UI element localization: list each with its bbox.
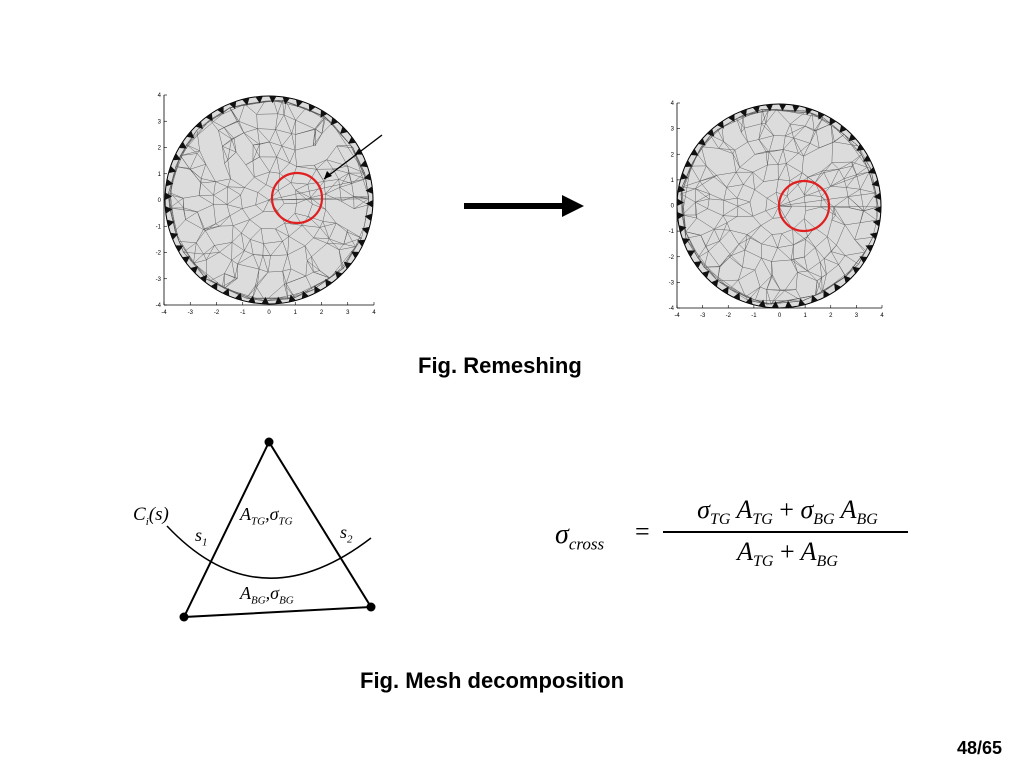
y-tick-label: -2: [156, 251, 162, 257]
highlight-circle: [270, 171, 324, 225]
x-tick-label: -4: [674, 313, 680, 319]
x-tick-label: -1: [751, 313, 757, 319]
y-tick-label: 4: [158, 93, 162, 99]
y-tick-label: -3: [156, 277, 162, 283]
s1-label: s1: [195, 525, 208, 549]
top-region-label: ATG,σTG: [240, 504, 293, 528]
y-tick-label: 2: [671, 152, 675, 158]
pointer-arrow-head: [324, 171, 332, 179]
boundary-elements: [677, 104, 881, 308]
remeshing-caption: Fig. Remeshing: [418, 353, 582, 378]
y-tick-label: 0: [158, 198, 162, 204]
mesh-plot-before-svg: -4 -3 -2 -1 0 1 2 3 4 4 3 2 1 0 -1 -2 -3 -4: [156, 93, 383, 316]
triangle-vertex-right: [366, 602, 376, 612]
y-tick-label: 2: [158, 146, 162, 152]
y-tick-label: -4: [156, 303, 162, 309]
interface-curve: [166, 525, 372, 579]
formula-lhs: σcross: [555, 519, 605, 554]
cross-section-formula: σcross = σTG ATG + σBG ABG ATG + ABG: [555, 495, 915, 585]
mesh-edges: [680, 109, 879, 305]
x-tick-label: -1: [240, 310, 246, 316]
mesh-plot-before: -4 -3 -2 -1 0 1 2 3 4 4 3 2 1 0 -1 -2 -3 -4: [150, 88, 385, 320]
x-tick-label: -4: [161, 310, 167, 316]
triangle-vertex-left: [179, 612, 189, 622]
formula-numerator: σTG ATG + σBG ABG: [697, 495, 878, 529]
x-tick-label: -3: [188, 310, 194, 316]
y-tick-label: -4: [669, 306, 675, 312]
x-tick-label: 3: [855, 313, 859, 319]
pointer-arrow-line: [323, 134, 383, 180]
x-tick-label: 0: [778, 313, 782, 319]
bottom-region-label: ABG,σBG: [240, 583, 294, 607]
x-tick-label: -3: [700, 313, 706, 319]
mesh-decomposition-diagram: Ci(s) s1 s2 ATG,σTG ABG,σBG: [125, 430, 400, 630]
x-tick-label: 1: [294, 310, 298, 316]
y-tick-label: -2: [669, 255, 675, 261]
x-tick-label: 2: [829, 313, 833, 319]
formula-denominator: ATG + ABG: [737, 537, 838, 571]
x-tick-label: 3: [346, 310, 350, 316]
right-arrow-icon: [464, 195, 584, 217]
x-tick-label: 0: [267, 310, 271, 316]
x-tick-label: 1: [803, 313, 807, 319]
y-tick-label: -1: [156, 224, 162, 230]
curve-label: Ci(s): [133, 504, 169, 528]
mesh-edges: [167, 99, 369, 302]
formula-equals: =: [635, 517, 650, 546]
y-tick-label: 0: [671, 204, 675, 210]
mesh-triangle: [182, 439, 373, 619]
x-tick-label: -2: [214, 310, 220, 316]
boundary-elements: [165, 96, 373, 304]
y-tick-label: -3: [669, 280, 675, 286]
x-tick-label: -2: [726, 313, 732, 319]
y-tick-label: 1: [671, 178, 675, 184]
y-tick-label: 1: [158, 172, 162, 178]
x-tick-label: 4: [372, 310, 376, 316]
remesh-arrow: [462, 193, 587, 219]
triangle-vertex-top: [264, 437, 274, 447]
y-tick-label: 3: [671, 127, 675, 133]
x-tick-label: 2: [320, 310, 324, 316]
y-tick-label: -1: [669, 229, 675, 235]
mesh-plot-after: -4 -3 -2 -1 0 1 2 3 4 4 3 2 1 0 -1 -2 -3 -4: [660, 95, 895, 323]
x-tick-label: 4: [880, 313, 884, 319]
y-tick-label: 4: [671, 101, 675, 107]
triangle-diagram-svg: [166, 437, 376, 622]
decomposition-caption: Fig. Mesh decomposition: [360, 668, 625, 693]
highlight-circle: [777, 179, 831, 233]
mesh-plot-after-svg: -4 -3 -2 -1 0 1 2 3 4 4 3 2 1 0 -1 -2 -3 -4: [669, 101, 885, 319]
page-number: 48/65: [956, 738, 1002, 758]
s2-label: s2: [340, 522, 353, 546]
y-tick-label: 3: [158, 119, 162, 125]
fraction-bar: [663, 531, 908, 533]
